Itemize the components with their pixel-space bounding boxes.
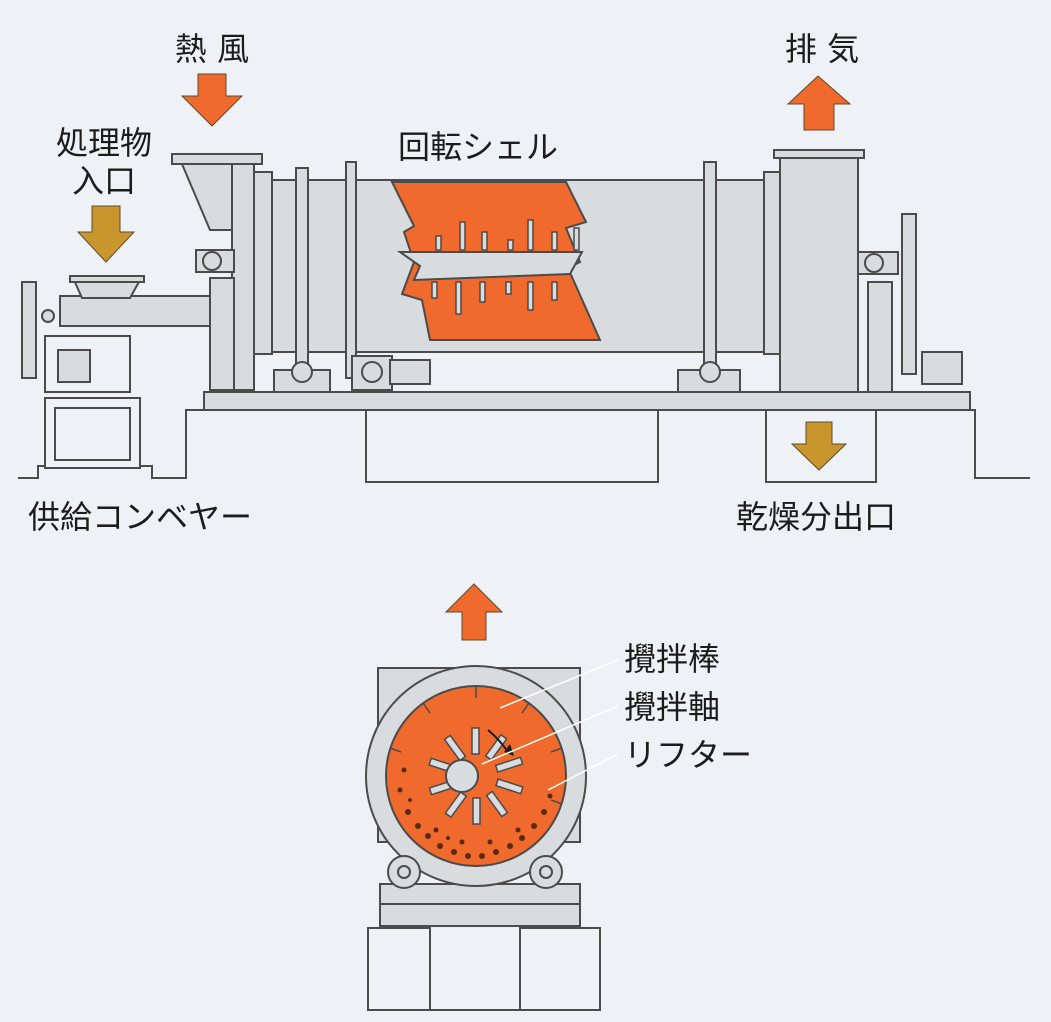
feed-inlet-arrow	[76, 205, 136, 263]
label-stirring-shaft: 攪拌軸	[624, 688, 720, 726]
section-stirring-shaft	[445, 759, 479, 793]
side-view-arrows	[76, 73, 852, 471]
conveyor-stand-inner	[54, 407, 131, 461]
feed-end-bearing-hub	[202, 251, 222, 271]
label-stirring-rod: 攪拌棒	[624, 640, 720, 678]
drum-ring-1	[295, 167, 309, 369]
section-particles	[397, 767, 553, 859]
section-lifters	[389, 686, 563, 805]
base-frame	[203, 391, 971, 411]
exhaust-housing-top	[773, 149, 865, 159]
drum-ring-2	[345, 161, 357, 379]
section-exhaust-arrow	[444, 583, 504, 641]
conveyor-hopper-rim	[69, 275, 145, 283]
dry-outlet-arrow	[790, 421, 848, 471]
exhaust-housing	[779, 155, 859, 393]
section-leader-lines	[481, 659, 619, 791]
label-rotary-shell: 回転シェル	[398, 128, 558, 166]
side-view	[18, 149, 1030, 483]
section-roller-left-hub	[397, 865, 411, 879]
roller-right	[699, 361, 721, 383]
label-feed-inlet-line1: 処理物	[56, 124, 152, 162]
label-lifter: リフター	[624, 736, 752, 774]
section-view	[365, 659, 619, 1011]
drive-gear-hub	[361, 361, 383, 383]
hot-air-inlet-flange	[171, 153, 263, 165]
label-feed-conveyor: 供給コンベヤー	[28, 498, 252, 536]
stirring-rods	[431, 219, 580, 315]
outlet-end-post	[867, 281, 893, 393]
label-exhaust: 排 気	[785, 30, 859, 68]
label-feed-inlet-line2: 入口	[72, 162, 136, 200]
drum-ring-3	[703, 161, 717, 379]
label-dry-outlet: 乾燥分出口	[736, 498, 896, 536]
outlet-drive-motor	[921, 351, 963, 385]
drum-flange-left	[253, 171, 273, 355]
labels: 熱 風 処理物 入口 回転シェル 排 気 供給コンベヤー 乾燥分出口 攪拌棒 攪…	[28, 30, 896, 774]
outlet-end-plate	[901, 213, 917, 375]
exhaust-arrow	[786, 75, 852, 131]
feed-end-housing-lower	[209, 277, 235, 391]
section-base-plate	[379, 903, 581, 927]
stirring-shaft-band	[396, 251, 584, 282]
outlet-end-bearing-hub	[864, 253, 884, 273]
conveyor-tube	[59, 295, 213, 327]
section-stirring-rods	[428, 727, 524, 825]
roller-left	[291, 361, 313, 383]
drum-flange-right	[763, 171, 781, 355]
conveyor-motor	[57, 349, 91, 383]
hot-air-arrow	[180, 73, 244, 127]
section-roller-right-hub	[539, 865, 553, 879]
conveyor-end-plate	[21, 281, 37, 379]
label-hot-air: 熱 風	[175, 30, 249, 68]
feed-end-housing	[231, 163, 255, 391]
section-foundation	[367, 927, 601, 1011]
conveyor-bearing	[41, 309, 55, 323]
foundation-block-center	[365, 409, 659, 483]
drive-motor	[389, 359, 431, 385]
